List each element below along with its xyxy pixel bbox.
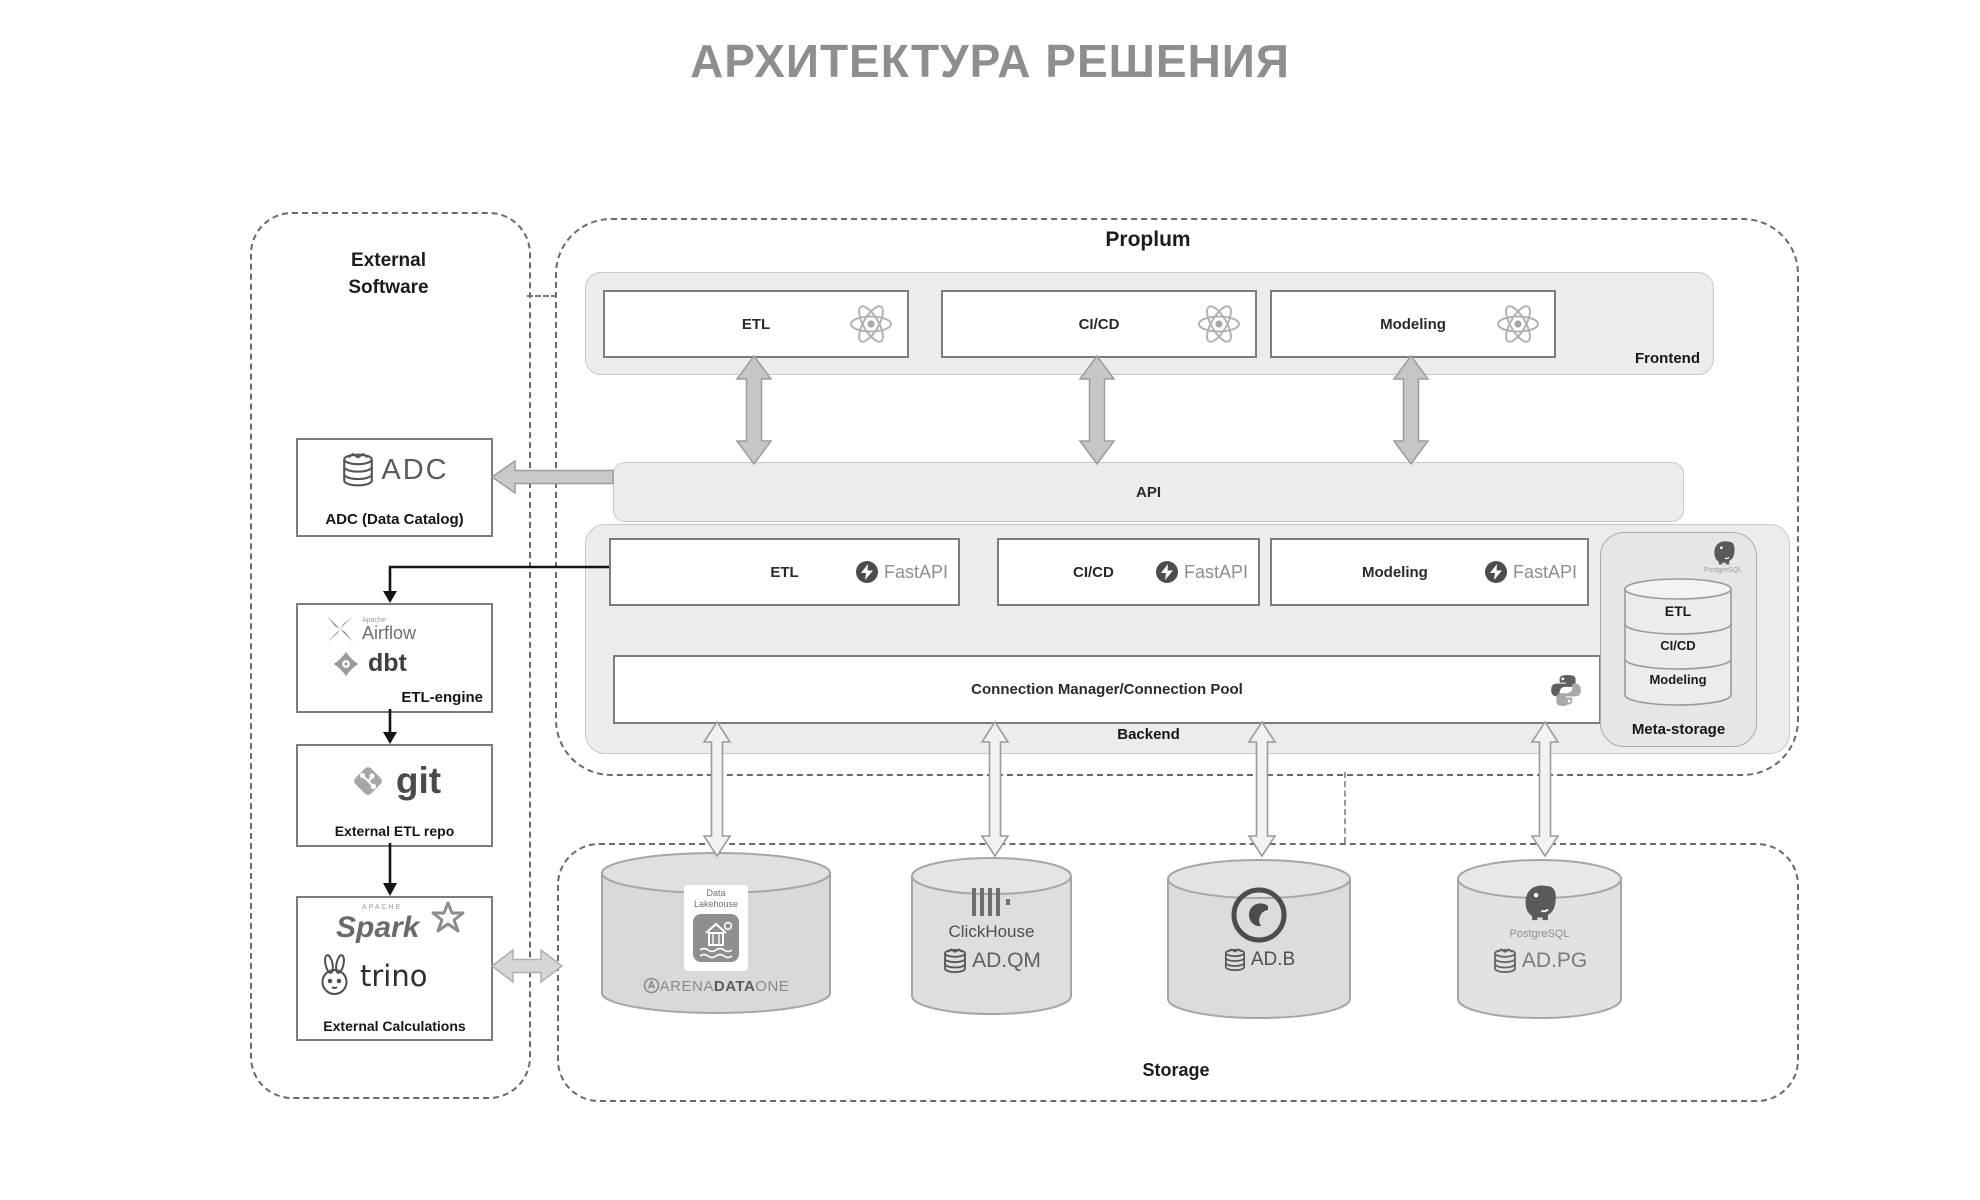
dashed-connector-vertical xyxy=(1344,772,1346,843)
git-icon xyxy=(348,761,388,801)
fastapi-text: FastAPI xyxy=(1512,561,1577,582)
meta-layer-etl: ETL xyxy=(1664,603,1692,619)
fastapi-text: FastAPI xyxy=(883,561,948,582)
meta-layer-cicd: CI/CD xyxy=(1660,638,1696,653)
storage-label: Storage xyxy=(1142,1060,1210,1080)
calculations-box: APACHE Spark trino External Calculatio xyxy=(296,896,493,1041)
lakehouse-icon xyxy=(692,913,740,963)
database-icon xyxy=(942,948,968,974)
etl-engine-box: Apache Airflow dbt ETL-engine xyxy=(296,603,493,713)
postgresql-icon xyxy=(1456,882,1623,929)
frontend-module-etl: ETL xyxy=(603,290,909,358)
database-icon xyxy=(1492,948,1518,974)
dashed-connector-horizontal xyxy=(527,295,557,297)
storage-db-adb: AD.B xyxy=(1166,858,1352,1020)
fastapi-logo: FastAPI xyxy=(1155,560,1248,584)
cylinder-shape xyxy=(1457,859,1622,1019)
git-caption: External ETL repo xyxy=(334,823,455,839)
storage-db-arenadata-one: Data Lakehouse ARENADA xyxy=(600,851,832,1015)
meta-storage-box: PostgreSQL ETL CI/CD Modeling Meta-stora… xyxy=(1600,532,1757,747)
backend-module-etl-label: ETL xyxy=(770,563,799,581)
adqm-product-text: AD.QM xyxy=(972,949,1041,972)
adc-caption: ADC (Data Catalog) xyxy=(325,511,464,528)
external-label-line1: External xyxy=(351,250,426,271)
connection-manager-bar: Connection Manager/Connection Pool xyxy=(613,655,1601,724)
backend-module-modeling: Modeling FastAPI xyxy=(1270,538,1589,606)
calculations-caption: External Calculations xyxy=(323,1018,466,1034)
spark-star-icon xyxy=(430,900,466,936)
vendor-bold: DATA xyxy=(713,978,756,995)
database-icon xyxy=(340,452,376,488)
react-icon xyxy=(847,302,895,346)
frontend-label: Frontend xyxy=(1635,350,1700,367)
frontend-module-etl-label: ETL xyxy=(741,315,771,333)
airflow-icon xyxy=(324,613,356,645)
etl-engine-caption: ETL-engine xyxy=(401,689,483,706)
clickhouse-bars-icon xyxy=(910,886,1073,923)
vendor-prefix: ARENA xyxy=(659,978,714,995)
adpg-product-text: AD.PG xyxy=(1521,949,1588,972)
vendor-suffix: ONE xyxy=(755,978,790,995)
apache-spark-text: APACHE xyxy=(362,904,403,911)
trino-bunny-icon xyxy=(318,954,352,998)
external-software-label: External Software xyxy=(250,248,527,301)
dbt-text: dbt xyxy=(368,649,407,677)
spark-logo-text: Spark xyxy=(336,911,420,944)
backend-module-etl: ETL FastAPI xyxy=(609,538,960,606)
external-label-line2: Software xyxy=(348,276,429,298)
badge-line1: Data xyxy=(706,888,726,898)
backend-module-modeling-label: Modeling xyxy=(1362,563,1428,581)
api-bar: API xyxy=(613,462,1684,522)
postgresql-icon xyxy=(1710,539,1738,567)
arenadata-icon xyxy=(643,977,660,994)
adb-product-text: AD.B xyxy=(1250,949,1296,970)
greenplum-icon xyxy=(1166,886,1352,949)
arenadata-one-logo: ARENADATAONE xyxy=(600,977,832,996)
adc-box: ADC ADC (Data Catalog) xyxy=(296,438,493,537)
meta-storage-label: Meta-storage xyxy=(1631,721,1726,738)
apache-text: Apache xyxy=(362,616,386,624)
meta-layer-modeling: Modeling xyxy=(1649,672,1707,687)
proplum-panel xyxy=(555,218,1799,776)
git-logo-text: git xyxy=(395,760,442,801)
backend-module-cicd: CI/CD FastAPI xyxy=(997,538,1260,606)
cylinder-shape xyxy=(1167,859,1351,1019)
connection-manager-label: Connection Manager/Connection Pool xyxy=(971,681,1243,698)
airflow-text: Airflow xyxy=(362,622,417,643)
adc-logo-text: ADC xyxy=(381,453,449,486)
page-title: АРХИТЕКТУРА РЕШЕНИЯ xyxy=(690,35,1290,87)
data-lakehouse-badge: Data Lakehouse xyxy=(684,885,748,971)
database-icon xyxy=(1223,948,1247,972)
react-icon xyxy=(1195,302,1243,346)
frontend-module-modeling-label: Modeling xyxy=(1380,315,1446,333)
proplum-label: Proplum xyxy=(1105,228,1191,251)
backend-module-cicd-label: CI/CD xyxy=(1073,563,1114,581)
python-icon xyxy=(1549,673,1583,707)
badge-line2: Lakehouse xyxy=(693,898,739,909)
trino-logo-text: trino xyxy=(360,959,428,993)
storage-db-adpg: PostgreSQL AD.PG xyxy=(1456,858,1623,1020)
fastapi-logo: FastAPI xyxy=(1484,560,1577,584)
fastapi-text: FastAPI xyxy=(1183,561,1248,582)
meta-storage-cylinders xyxy=(1623,577,1733,707)
clickhouse-text: ClickHouse xyxy=(948,922,1035,941)
frontend-module-cicd: CI/CD xyxy=(941,290,1257,358)
fastapi-logo: FastAPI xyxy=(855,560,948,584)
postgresql-text: PostgreSQL xyxy=(1509,928,1570,940)
frontend-module-modeling: Modeling xyxy=(1270,290,1556,358)
frontend-module-cicd-label: CI/CD xyxy=(1078,315,1120,333)
backend-label: Backend xyxy=(1117,726,1180,743)
react-icon xyxy=(1494,302,1542,346)
meta-storage-engine-text: PostgreSQL xyxy=(1703,567,1743,574)
git-box: git External ETL repo xyxy=(296,744,493,847)
dbt-icon xyxy=(332,650,360,678)
storage-db-adqm: ClickHouse AD.QM xyxy=(910,856,1073,1016)
api-label: API xyxy=(1135,483,1161,501)
external-software-panel xyxy=(250,212,531,1099)
